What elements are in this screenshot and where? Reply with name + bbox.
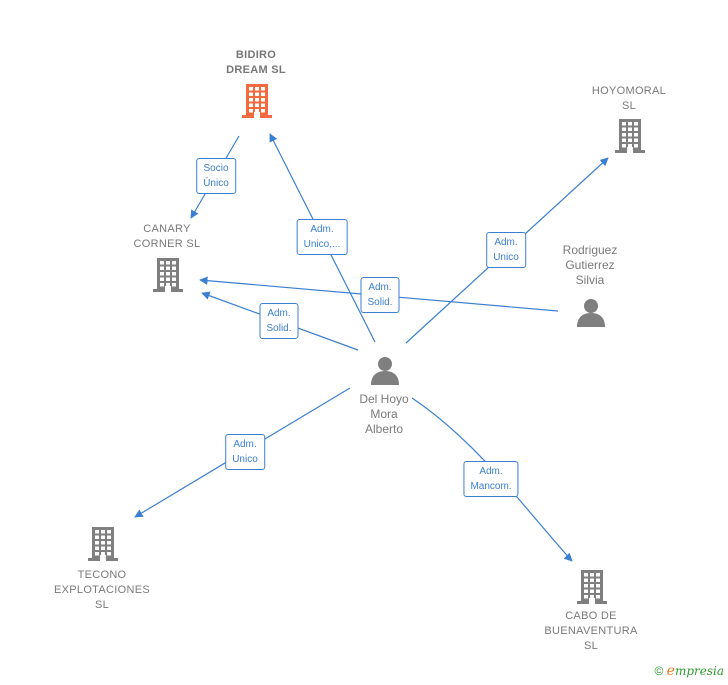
edge-label-socio-unico[interactable]: Socio Único — [196, 158, 236, 194]
edge-label-adm-solid-rodriguez[interactable]: Adm. Solid. — [360, 277, 400, 313]
edge-label-adm-unico-tecono[interactable]: Adm. Unico — [225, 434, 265, 470]
building-icon — [242, 84, 272, 118]
building-icon — [577, 570, 607, 604]
building-icon — [88, 527, 118, 561]
person-icon — [577, 299, 605, 327]
node-label: BIDIRO DREAM SL — [226, 49, 286, 76]
building-icon — [153, 258, 183, 292]
edge-label-adm-unico-hoyomoral[interactable]: Adm. Unico — [486, 232, 526, 268]
node-label: TECONO EXPLOTACIONES SL — [54, 569, 150, 611]
node-label: CANARY CORNER SL — [133, 223, 201, 250]
node-label: Del Hoyo Mora Alberto — [359, 392, 409, 436]
building-icon — [615, 119, 645, 153]
node-label: CABO DE BUENAVENTURA SL — [544, 610, 638, 652]
node-label: Rodriguez Gutierrez Silvia — [562, 243, 618, 287]
node-label: HOYOMORAL SL — [591, 85, 667, 112]
edge-label-adm-mancom[interactable]: Adm. Mancom. — [463, 461, 519, 497]
brand-name: mpresia — [674, 664, 724, 678]
person-icon — [371, 357, 399, 385]
brand-watermark: © empresia — [654, 663, 724, 679]
brand-e: e — [666, 663, 675, 679]
copyright-icon: © — [654, 664, 664, 678]
edge-label-adm-solid-delhoyo[interactable]: Adm. Solid. — [259, 303, 299, 339]
edge-label-adm-unico-bidiro[interactable]: Adm. Unico,... — [296, 219, 348, 255]
